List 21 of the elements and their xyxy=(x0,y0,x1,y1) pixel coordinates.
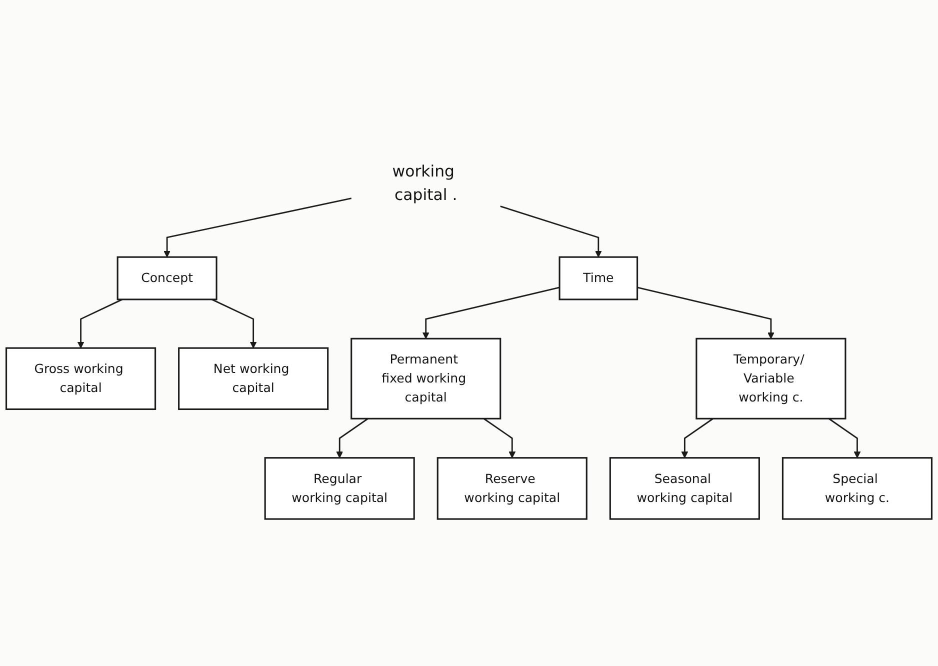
node-box: Time xyxy=(558,256,638,300)
node-box: Net working capital xyxy=(178,347,329,410)
arrow xyxy=(422,286,560,339)
arrow xyxy=(336,418,368,458)
node-text: working capital . xyxy=(392,161,458,204)
arrow xyxy=(212,298,257,348)
arrow xyxy=(164,198,352,258)
arrow xyxy=(681,418,714,458)
node-box: Concept xyxy=(116,256,218,300)
node-box: Regular working capital xyxy=(264,456,415,520)
arrow xyxy=(500,205,602,258)
node-box: Special working c. xyxy=(782,456,932,520)
arrow xyxy=(77,298,123,348)
arrow xyxy=(637,286,774,339)
node-box: Seasonal working capital xyxy=(609,456,760,520)
node-box: Temporary/ Variable working c. xyxy=(696,338,846,420)
arrow xyxy=(483,418,516,458)
node-box: Permanent fixed working capital xyxy=(350,338,502,420)
node-box: Gross working capital xyxy=(6,347,156,410)
arrow xyxy=(828,418,861,458)
node-box: Reserve working capital xyxy=(436,456,588,520)
